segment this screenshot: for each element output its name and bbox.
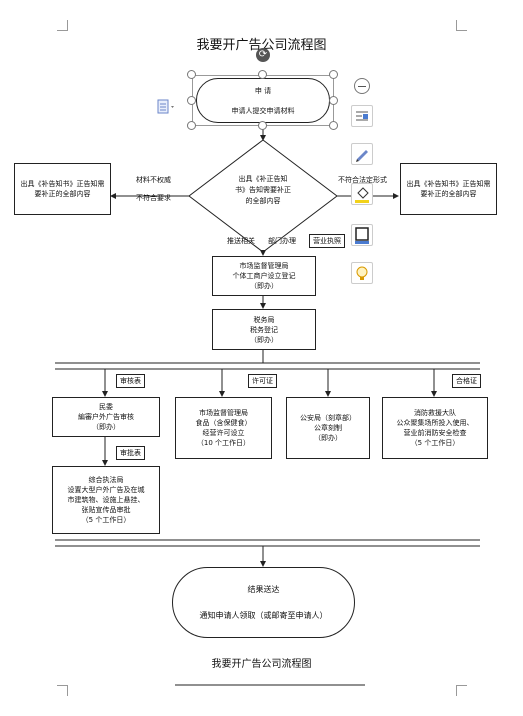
- left-correction-box: 出具《补告知书》正告知需 要补正的全部内容: [14, 163, 111, 215]
- tag-approval-form: 审批表: [116, 446, 145, 460]
- diagram-caption: 我要开广告公司流程图: [211, 659, 312, 670]
- resize-handle-s[interactable]: [258, 121, 267, 130]
- decision-text: 出具《补正告知 书》告知需要补正 的全部内容: [235, 175, 291, 205]
- resize-handle-sw[interactable]: [187, 121, 196, 130]
- crop-mark-top-left: [57, 20, 68, 31]
- start-title: 申 请: [254, 86, 272, 95]
- tag-certificate: 合格证: [452, 374, 481, 388]
- police-seal-box: 公安局（刻章部） 公章刻制 （即办）: [286, 397, 370, 459]
- tag-business-license: 营业执照: [309, 234, 345, 248]
- law-enforcement-box: 综合执法局 设置大型户外广告及在城 市建筑物、设施上悬挂、 张贴宣传品审批 （5…: [52, 466, 160, 534]
- minus-circle-icon[interactable]: [354, 78, 370, 94]
- crop-mark-top-right: [456, 20, 467, 31]
- civil-affairs-box: 民委 編審户外广告审核 （即办）: [52, 397, 160, 437]
- result-node: 结果送达 通知申请人领取（或邮寄至申请人）: [172, 567, 355, 638]
- label-not-compliant: 不符合要求: [136, 194, 171, 202]
- lightbulb-icon[interactable]: [351, 262, 373, 284]
- label-not-authoritative: 材料不权威: [136, 176, 171, 184]
- resize-handle-ne[interactable]: [329, 70, 338, 79]
- resize-handle-e[interactable]: [329, 96, 338, 105]
- resize-handle-n[interactable]: [258, 70, 267, 79]
- crop-mark-bottom-left: [57, 685, 68, 696]
- label-not-legal-form: 不符合法定形式: [338, 176, 387, 184]
- result-title: 结果送达: [247, 585, 280, 594]
- document-icon[interactable]: [157, 99, 177, 119]
- market-registration-box: 市场监督管理局 个体工商户设立登记 （即办）: [212, 256, 316, 296]
- rotate-handle-icon[interactable]: ⟳: [256, 48, 270, 62]
- page-title: 我要开广告公司流程图: [196, 38, 327, 53]
- tag-review-form: 审核表: [116, 374, 145, 388]
- label-dept-handle: 部门办理: [268, 237, 296, 245]
- fill-bucket-icon[interactable]: [351, 183, 373, 205]
- resize-handle-nw[interactable]: [187, 70, 196, 79]
- outline-icon[interactable]: [351, 224, 373, 246]
- layout-options-icon[interactable]: [351, 105, 373, 127]
- resize-handle-se[interactable]: [329, 121, 338, 130]
- pen-icon[interactable]: [351, 143, 373, 165]
- tax-registration-box: 税务局 税务登记 （即办）: [212, 309, 316, 350]
- label-push-related: 推送相关: [227, 237, 255, 245]
- tag-permit: 许可证: [248, 374, 277, 388]
- result-subtitle: 通知申请人领取（或邮寄至申请人）: [199, 611, 328, 620]
- market-food-permit-box: 市场监督管理局 食品（含保健食） 经营许可设立 （10 个工作日）: [175, 397, 272, 459]
- start-node[interactable]: 申 请 申请人提交申请材料: [196, 78, 330, 123]
- start-subtitle: 申请人提交申请材料: [231, 106, 295, 115]
- fire-inspection-box: 消防救援大队 公众聚集场所投入使用、 营业前消防安全检查 （5 个工作日）: [382, 397, 488, 459]
- resize-handle-w[interactable]: [187, 96, 196, 105]
- right-correction-box: 出具《补告知书》正告知需 要补正的全部内容: [400, 163, 497, 215]
- crop-mark-bottom-right: [456, 685, 467, 696]
